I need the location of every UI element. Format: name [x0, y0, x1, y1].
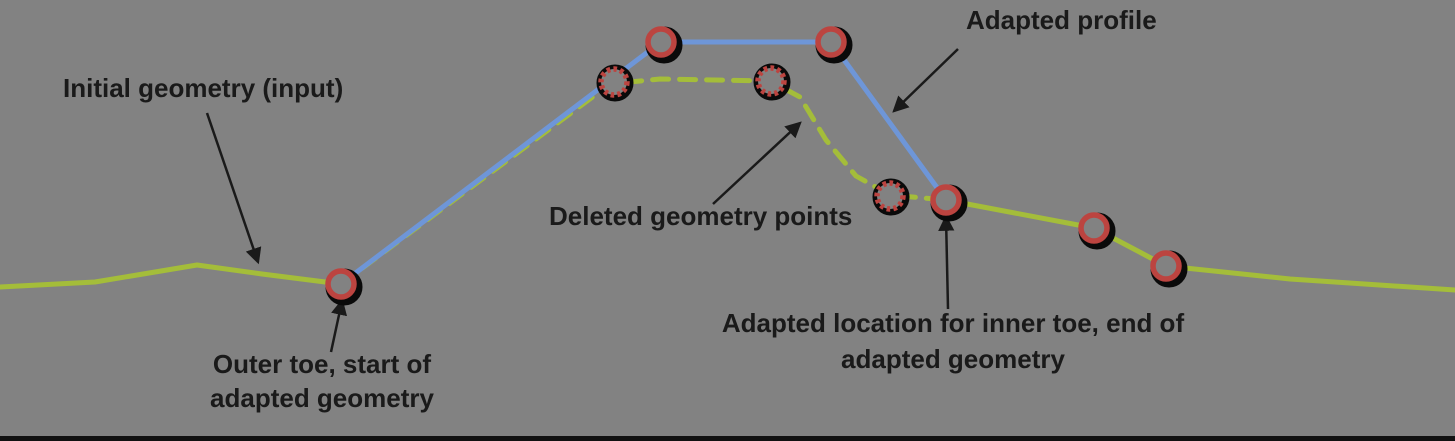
inner-slope-marker-2-circle — [1150, 250, 1182, 282]
deleted-point-marker-1 — [596, 64, 634, 102]
inner-slope-marker-2 — [1150, 250, 1188, 288]
deleted-points-label: Deleted geometry points — [549, 201, 852, 231]
deleted-point-marker-1-circle — [598, 66, 630, 98]
inner-toe-label-line-1: Adapted location for inner toe, end of — [722, 308, 1185, 338]
crest-right-marker-circle — [815, 26, 847, 58]
deleted-geometry-dashed-line — [338, 76, 949, 287]
outer-toe-label-line-2: adapted geometry — [210, 383, 434, 413]
deleted-point-marker-2 — [753, 63, 791, 101]
inner-toe-label-line-2: adapted geometry — [841, 344, 1065, 374]
deleted-point-marker-3 — [872, 178, 910, 216]
crest-left-marker — [645, 26, 683, 64]
adapted-profile-label-line-1: Adapted profile — [966, 5, 1157, 35]
initial-geometry-arrow — [205, 112, 262, 265]
initial-geometry-left-line — [0, 262, 344, 290]
inner-toe-label: Adapted location for inner toe, end of ad… — [722, 308, 1185, 374]
crest-right-marker — [815, 26, 853, 64]
initial-geometry-label: Initial geometry (input) — [63, 73, 343, 103]
outer-toe-label-line-1: Outer toe, start of — [213, 349, 431, 379]
outer-toe-marker-circle — [325, 268, 357, 300]
bottom-edge-bar — [0, 436, 1455, 441]
adapted-profile-label: Adapted profile — [966, 5, 1157, 35]
outer-toe-arrow — [329, 298, 348, 353]
adapted-profile-arrow — [892, 48, 959, 113]
deleted-point-marker-2-circle — [755, 65, 787, 97]
initial-geometry-label-line-1: Initial geometry (input) — [63, 73, 343, 103]
deleted-points-label-line-1: Deleted geometry points — [549, 201, 852, 231]
deleted-point-marker-3-circle — [874, 180, 906, 212]
adapted-profile-line — [338, 39, 949, 287]
crest-left-marker-circle — [645, 26, 677, 58]
inner-slope-marker-1-circle — [1078, 212, 1110, 244]
outer-toe-marker — [325, 268, 363, 306]
deleted-points-arrow — [712, 121, 802, 205]
inner-toe-marker — [930, 184, 968, 222]
inner-toe-arrow — [938, 214, 955, 310]
inner-slope-marker-1 — [1078, 212, 1116, 250]
outer-toe-label: Outer toe, start of adapted geometry — [210, 349, 434, 413]
initial-geometry-right-line — [943, 197, 1455, 293]
inner-toe-marker-circle — [930, 184, 962, 216]
